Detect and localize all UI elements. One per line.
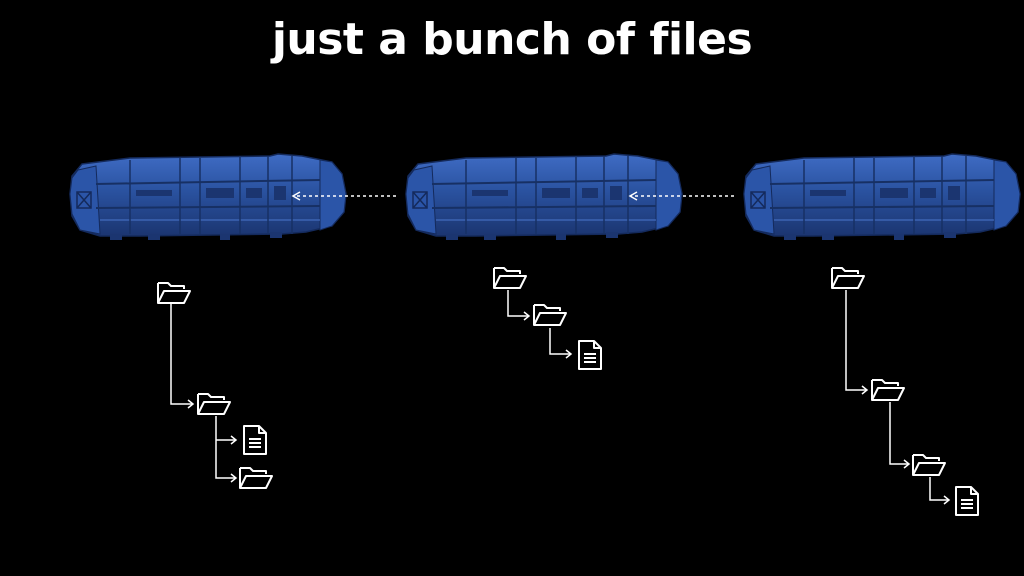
folder-open-icon [157, 282, 191, 304]
folder-open-icon [197, 393, 231, 415]
folder-open-icon [533, 304, 567, 326]
folder-open-icon [239, 467, 273, 489]
slide-title: just a bunch of files [271, 14, 753, 65]
file-tree-1 [157, 282, 273, 489]
folder-open-icon [831, 267, 865, 289]
folder-open-icon [493, 267, 527, 289]
container-3 [743, 153, 1021, 241]
file-tree-2 [493, 267, 602, 370]
document-file-icon [578, 340, 602, 370]
document-file-icon [955, 486, 979, 516]
folder-open-icon [912, 454, 946, 476]
folder-open-icon [871, 379, 905, 401]
container-2 [405, 153, 683, 241]
file-tree-3 [831, 267, 979, 516]
document-file-icon [243, 425, 267, 455]
container-1 [69, 153, 347, 241]
arrow-container3-to-container2 [628, 191, 734, 201]
arrow-container2-to-container1 [291, 191, 396, 201]
